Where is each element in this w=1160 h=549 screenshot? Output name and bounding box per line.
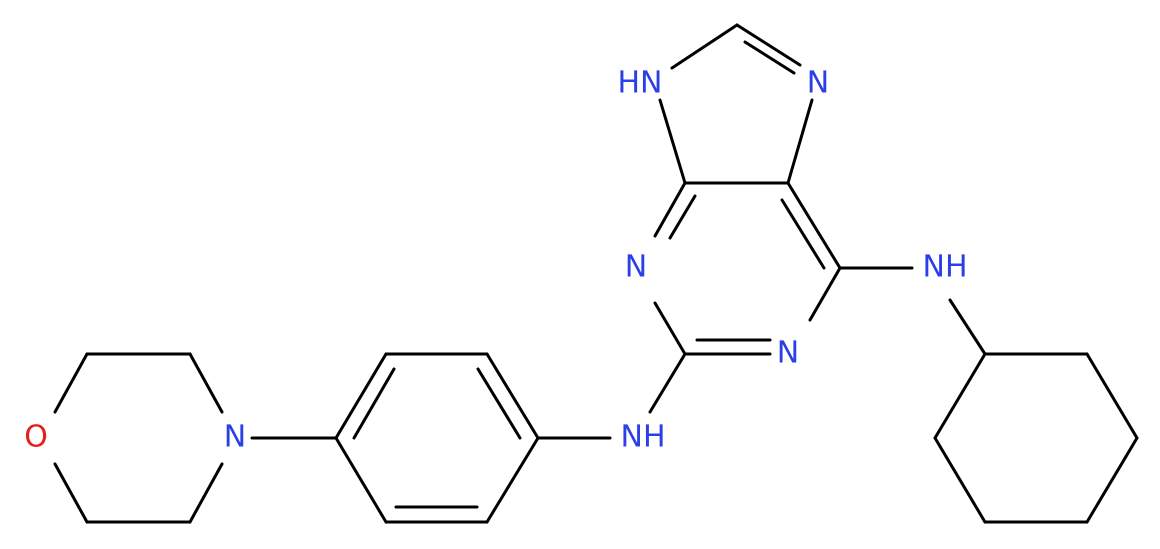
- atom-nh-aryl: NH: [621, 420, 666, 455]
- bond-cy5: [933, 436, 987, 524]
- bond-cy6: [933, 352, 987, 440]
- bond-c8-n7-double: [743, 40, 796, 75]
- atom-n1: N: [777, 336, 799, 371]
- bond-n7-c5: [786, 98, 814, 185]
- bond-c5-c6-double: [780, 198, 826, 270]
- bond-m3: [53, 352, 89, 414]
- bond-nh-ch: [948, 298, 987, 356]
- bond-c2-n3: [653, 301, 687, 356]
- bond-bz6: [485, 436, 540, 524]
- atom-nh-cyclohexyl: NH: [923, 250, 968, 285]
- bond-c8-n9: [670, 23, 739, 70]
- bond-c2-nh: [648, 352, 687, 414]
- bond-c5-c6: [786, 181, 842, 270]
- bond-n9-c4: [658, 98, 687, 185]
- bond-cy2: [1085, 352, 1139, 440]
- atom-hn-purine: HN: [618, 66, 663, 101]
- bond-bz1: [485, 352, 540, 440]
- bond-n3-c4: [653, 181, 687, 238]
- bond-c6-n1: [808, 266, 842, 322]
- bond-bz4: [334, 436, 388, 524]
- bond-cy3: [1085, 436, 1139, 524]
- bond-bz3-double: [352, 367, 396, 440]
- atom-o-morpholine: O: [24, 420, 48, 455]
- bond-c8-n7: [735, 23, 802, 67]
- bond-m1: [188, 352, 224, 414]
- bond-m6: [188, 462, 224, 524]
- bond-m4: [53, 462, 89, 524]
- atom-n-morpholine: N: [224, 420, 246, 455]
- atom-n7: N: [807, 66, 829, 101]
- bond-bz3: [334, 352, 388, 440]
- atom-n3: N: [625, 250, 647, 285]
- bond-bz1-double: [476, 367, 522, 440]
- bond-n3-c4-double: [668, 194, 697, 240]
